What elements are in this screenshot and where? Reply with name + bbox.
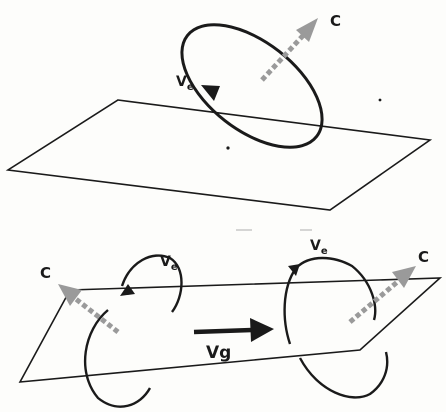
bottom-plane (18, 277, 443, 383)
bottom-panel: C Ve Vg C Ve (18, 238, 443, 408)
motion-arrowhead (250, 318, 274, 342)
right-ring-arrowhead (288, 264, 300, 276)
left-axis-vector (70, 294, 120, 334)
right-ring-arc-left (283, 267, 297, 345)
right-axis-arrowhead (392, 266, 416, 288)
top-c-label: C (330, 12, 341, 30)
motion-label: Vg (206, 343, 231, 363)
motion-arrow-shaft (193, 327, 253, 335)
right-ring-arc-lower (298, 351, 389, 399)
left-axis-arrowhead (58, 284, 82, 306)
right-axis-vector (348, 276, 404, 324)
top-v-label: Ve (176, 74, 194, 93)
left-ring-arrowhead (120, 284, 135, 296)
right-c-label: C (418, 248, 429, 266)
top-axis-arrowhead (296, 18, 318, 42)
left-v-label: Ve (160, 254, 178, 273)
top-plane (5, 99, 433, 211)
top-ring-arrowhead (201, 85, 220, 101)
left-ring-arc-upper (120, 254, 183, 313)
right-ring-arc-upper (295, 256, 377, 321)
top-speck-2 (378, 98, 382, 102)
top-ring (180, 23, 324, 149)
top-speck-1 (226, 146, 230, 150)
top-axis-vector (260, 26, 312, 82)
left-c-label: C (40, 264, 51, 282)
left-ring-arc-lower (84, 309, 152, 408)
top-panel: C Ve (5, 12, 433, 211)
right-v-label: Ve (310, 238, 328, 257)
